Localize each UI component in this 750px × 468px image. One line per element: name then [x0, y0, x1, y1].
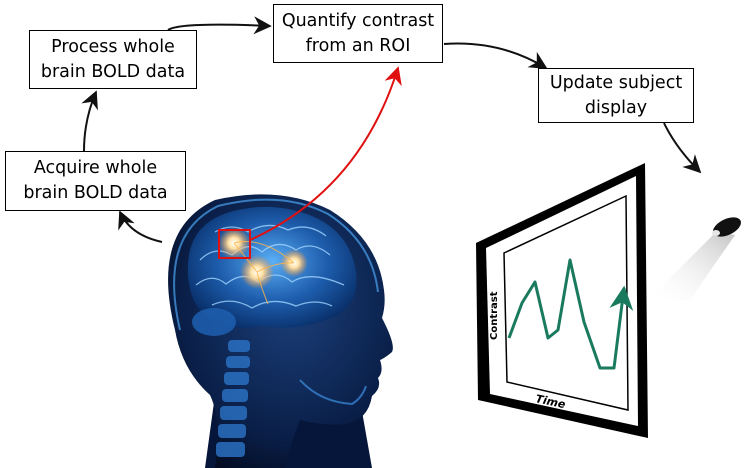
- subject-display: Contrast Time: [476, 163, 648, 438]
- step-update: Update subject display: [538, 68, 694, 123]
- step-update-line2: display: [584, 97, 648, 118]
- ylabel-contrast: Contrast: [489, 291, 500, 340]
- arrow-roi-to-quantify: [249, 66, 402, 241]
- arrow-update-to-display: [663, 122, 702, 174]
- roi-box: [218, 229, 251, 259]
- contrast-trace: [507, 258, 634, 370]
- arrow-process-to-quantify: [167, 16, 272, 35]
- step-quantify: Quantify contrast from an ROI: [273, 4, 443, 63]
- step-quantify-line1: Quantify contrast: [281, 10, 435, 31]
- head-illustration: [168, 194, 393, 468]
- step-acquire: Acquire whole brain BOLD data: [5, 151, 186, 211]
- xlabel-time: Time: [534, 392, 567, 411]
- step-update-line1: Update subject: [549, 72, 683, 93]
- projector: [648, 217, 742, 300]
- activation-hotspots: [218, 227, 308, 305]
- step-process-line2: brain BOLD data: [40, 61, 186, 82]
- step-process: Process whole brain BOLD data: [29, 30, 197, 89]
- cycle-arrows: [81, 16, 702, 243]
- spine: [216, 340, 250, 457]
- step-acquire-line1: Acquire whole: [33, 158, 158, 178]
- arrow-brain-to-acquire: [118, 210, 163, 243]
- step-acquire-line2: brain BOLD data: [23, 183, 168, 203]
- arrow-quantify-to-update: [443, 42, 548, 69]
- arrow-acquire-to-process: [81, 90, 98, 152]
- step-process-line1: Process whole: [51, 36, 175, 57]
- step-quantify-line2: from an ROI: [305, 35, 411, 56]
